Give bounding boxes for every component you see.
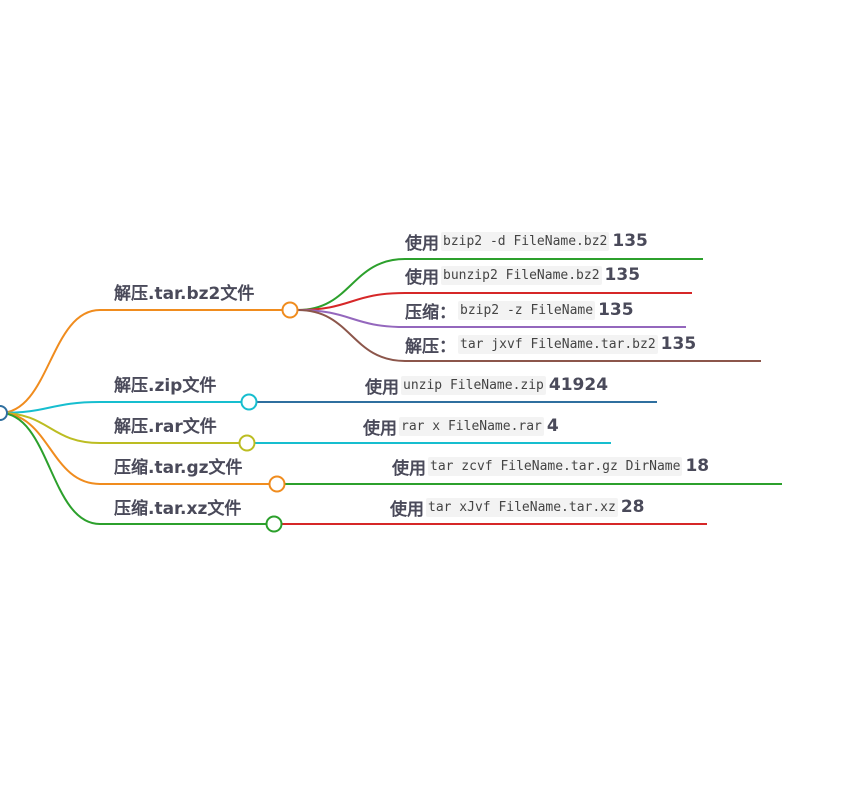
leaf-command: bunzip2 FileName.bz2: [441, 265, 602, 285]
leaf-prefix: 解压：: [405, 336, 456, 357]
leaf-unzip[interactable]: 使用 unzip FileName.zip 41924: [365, 374, 609, 398]
leaf-prefix: 使用: [405, 233, 439, 254]
leaf-command: tar jxvf FileName.tar.bz2: [458, 334, 658, 354]
root-connector-line: [0, 412, 101, 525]
leaf-rar-x[interactable]: 使用 rar x FileName.rar 4: [363, 415, 559, 439]
leaf-bzip2-compress[interactable]: 压缩： bzip2 -z FileName 135: [405, 299, 634, 323]
root-node-circle: [0, 405, 8, 421]
leaf-count: 135: [604, 265, 641, 285]
branch-label-rar[interactable]: 解压.rar文件: [114, 417, 217, 437]
leaf-count: 135: [612, 231, 648, 251]
branch-label-tar-bz2[interactable]: 解压.tar.bz2文件: [114, 284, 255, 304]
leaf-prefix: 压缩：: [405, 302, 456, 323]
leaf-prefix: 使用: [365, 377, 399, 398]
branch-label-tar-gz[interactable]: 压缩.tar.gz文件: [114, 458, 243, 478]
branch-collapse-toggle: [265, 515, 283, 533]
leaf-command: bzip2 -z FileName: [458, 300, 596, 320]
leaf-bunzip2[interactable]: 使用 bunzip2 FileName.bz2 135: [405, 264, 641, 288]
leaf-connector-line: [297, 309, 406, 328]
leaf-bzip2-decompress[interactable]: 使用 bzip2 -d FileName.bz2 135: [405, 230, 648, 254]
leaf-connector-line: [297, 309, 406, 362]
branch-collapse-toggle: [268, 475, 286, 493]
root-connector-line: [0, 412, 101, 485]
leaf-command: unzip FileName.zip: [401, 375, 546, 395]
leaf-tar-xjvf[interactable]: 使用 tar xJvf FileName.tar.xz 28: [390, 496, 645, 520]
leaf-prefix: 使用: [363, 418, 397, 439]
branch-collapse-toggle: [281, 301, 299, 319]
leaf-command: bzip2 -d FileName.bz2: [441, 231, 610, 251]
root-connector-line: [0, 309, 101, 414]
branch-label-zip[interactable]: 解压.zip文件: [114, 376, 217, 396]
leaf-tar-jxvf[interactable]: 解压： tar jxvf FileName.tar.bz2 135: [405, 333, 697, 357]
root-connector-line: [0, 412, 101, 444]
leaf-command: tar zcvf FileName.tar.gz DirName: [428, 456, 683, 476]
branch-collapse-toggle: [238, 434, 256, 452]
leaf-connector-line: [297, 292, 406, 311]
leaf-prefix: 使用: [392, 458, 426, 479]
leaf-prefix: 使用: [390, 499, 424, 520]
leaf-count: 4: [546, 416, 559, 436]
leaf-tar-zcvf[interactable]: 使用 tar zcvf FileName.tar.gz DirName 18: [392, 455, 710, 479]
root-connector-line: [0, 401, 101, 414]
branch-label-tar-xz[interactable]: 压缩.tar.xz文件: [114, 499, 242, 519]
leaf-count: 135: [598, 300, 634, 320]
leaf-command: rar x FileName.rar: [399, 416, 544, 436]
leaf-prefix: 使用: [405, 267, 439, 288]
leaf-count: 18: [685, 456, 710, 476]
leaf-count: 135: [660, 334, 697, 354]
branch-collapse-toggle: [240, 393, 258, 411]
leaf-connector-line: [297, 258, 406, 311]
leaf-count: 41924: [548, 375, 609, 395]
leaf-command: tar xJvf FileName.tar.xz: [426, 497, 618, 517]
leaf-count: 28: [620, 497, 645, 517]
